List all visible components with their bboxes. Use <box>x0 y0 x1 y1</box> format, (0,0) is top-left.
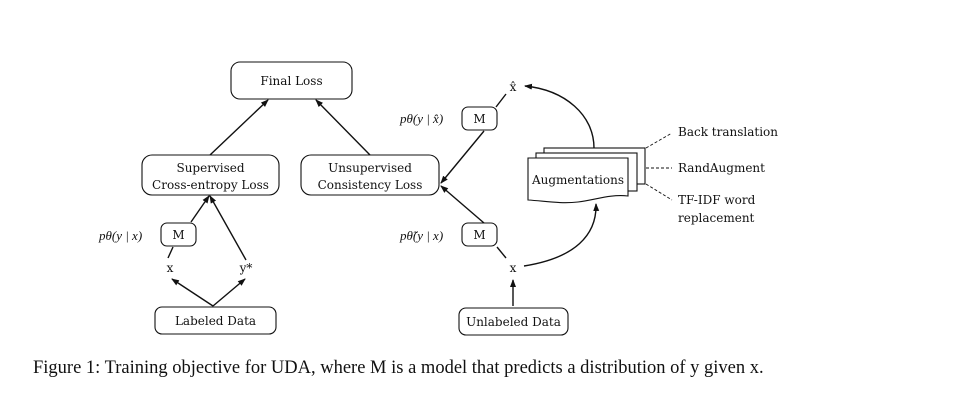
dashed-connector <box>645 183 673 201</box>
model-node-unlabeled: M <box>461 222 498 247</box>
edge-m-unsupervised <box>440 185 485 224</box>
dashed-connector <box>645 132 673 149</box>
edge-x-m-lower <box>496 246 507 259</box>
x-labeled: x <box>167 261 174 275</box>
p-theta-tilde-x-label: pθ̃(y | x) <box>399 228 443 243</box>
edge-supervised-final <box>209 99 269 156</box>
edge-m-supervised <box>190 195 210 223</box>
labeled-data-node: Labeled Data <box>154 306 277 335</box>
final-loss-label: Final Loss <box>260 74 322 88</box>
unlabeled-data-node: Unlabeled Data <box>458 307 569 336</box>
method-back-translation: Back translation <box>678 125 778 139</box>
unsupervised-label-2: Consistency Loss <box>318 178 423 192</box>
model-label: M <box>473 112 485 126</box>
labeled-data-label: Labeled Data <box>175 314 256 328</box>
edge-unsupervised-final <box>315 99 371 156</box>
x-unlabeled: x <box>510 261 517 275</box>
x-hat: x̂ <box>510 80 517 94</box>
method-tfidf-cont: replacement <box>678 211 755 225</box>
model-label: M <box>473 228 485 242</box>
model-node-supervised: M <box>160 222 197 247</box>
edge-x-augmentations <box>523 203 600 267</box>
edge-m-hat-unsupervised <box>440 130 485 184</box>
unsupervised-loss-node: Unsupervised Consistency Loss <box>300 154 440 196</box>
method-tfidf: TF-IDF word <box>678 193 756 207</box>
p-theta-x-label: pθ(y | x) <box>98 228 142 243</box>
unsupervised-label-1: Unsupervised <box>328 161 412 175</box>
final-loss-node: Final Loss <box>230 61 353 100</box>
method-randaugment: RandAugment <box>678 161 765 175</box>
model-node-augmented: M <box>461 106 498 131</box>
supervised-label-2: Cross-entropy Loss <box>152 178 269 192</box>
edge-labeled-ystar <box>212 278 246 307</box>
augmentations-node: Augmentations <box>527 147 646 204</box>
model-label: M <box>172 228 184 242</box>
edge-augmentations-xhat <box>524 83 595 149</box>
edge-labeled-x <box>171 278 214 307</box>
augmentations-label: Augmentations <box>531 173 624 187</box>
unlabeled-data-label: Unlabeled Data <box>466 315 561 329</box>
supervised-loss-node: Supervised Cross-entropy Loss <box>141 154 280 196</box>
edge-xhat-m <box>495 93 507 108</box>
supervised-label-1: Supervised <box>176 161 244 175</box>
edges <box>167 83 600 307</box>
edge-x-m <box>167 246 174 259</box>
y-star: y* <box>239 261 253 275</box>
figure-caption: Figure 1: Training objective for UDA, wh… <box>33 358 764 378</box>
p-theta-xhat-label: pθ(y | x̂) <box>399 111 443 126</box>
edge-ystar-supervised <box>209 195 247 261</box>
